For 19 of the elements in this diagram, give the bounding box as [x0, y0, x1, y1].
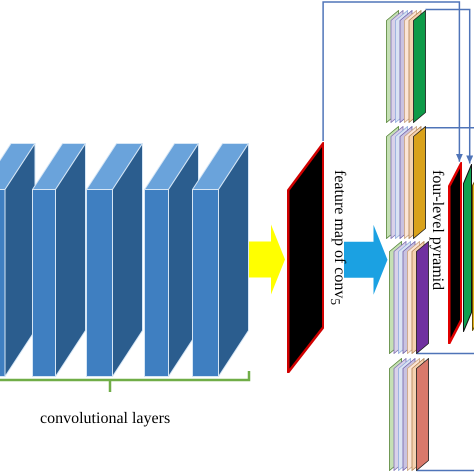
- layer-block: [192, 142, 248, 376]
- layer-slab: [448, 162, 462, 344]
- pyramid-label: four-level pyramid: [429, 170, 445, 290]
- connector-line: [426, 127, 474, 129]
- bracket-label: convolutional layers: [40, 411, 170, 427]
- arrow: [426, 8, 474, 164]
- layer-block: [86, 142, 142, 376]
- layer-block: [0, 142, 36, 376]
- layer-slab: [462, 164, 472, 332]
- layer-stack-drawing: [388, 358, 428, 470]
- layer-stack-drawing: [388, 240, 428, 354]
- layer-block: [32, 142, 86, 376]
- arrow: [322, 1, 463, 162]
- connector-line: [416, 352, 474, 354]
- layer-stack-drawing: [386, 10, 426, 122]
- layer-stack-drawing: [386, 126, 426, 238]
- block-arrow: [344, 224, 388, 295]
- connector-line: [416, 470, 474, 472]
- block-arrow: [248, 224, 285, 294]
